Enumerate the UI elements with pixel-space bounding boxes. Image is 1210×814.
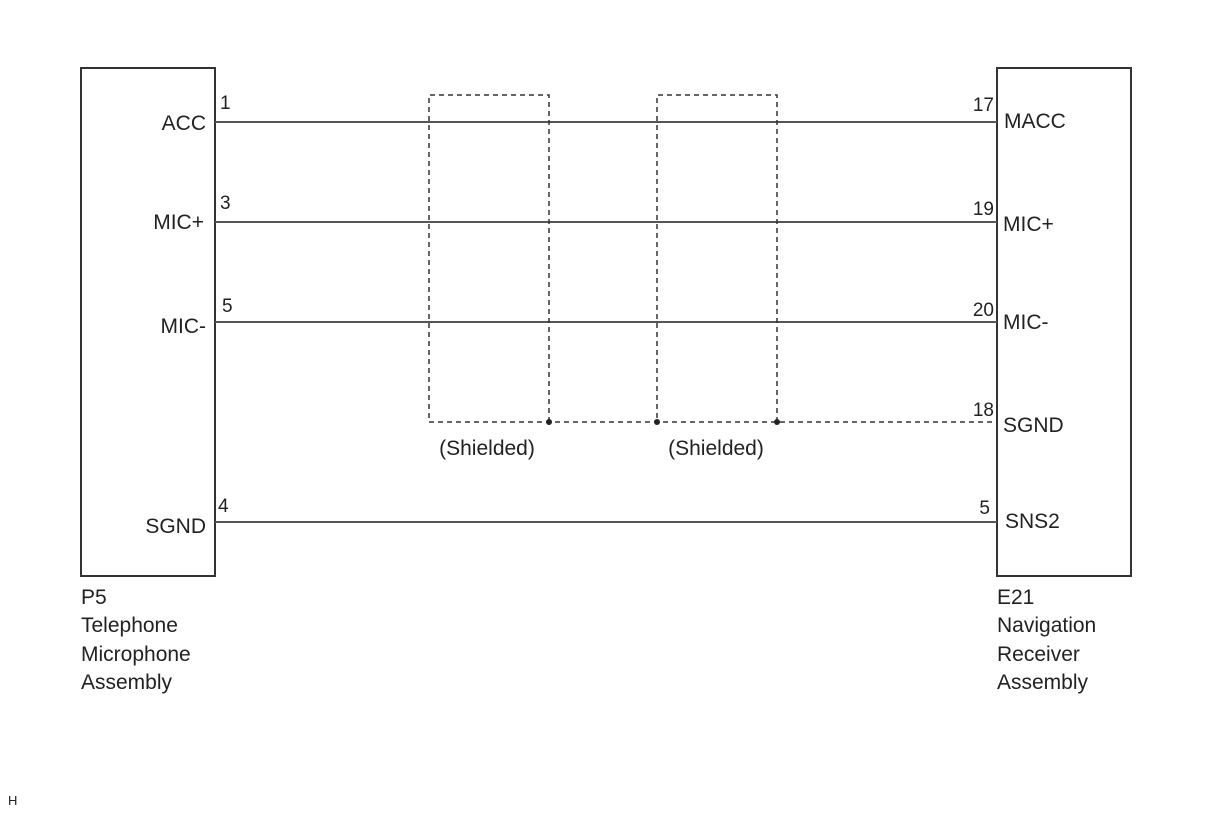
right-component-name-line-3: Assembly bbox=[997, 671, 1089, 694]
right-pin-5: 5 bbox=[979, 498, 990, 519]
left-pin-5: 5 bbox=[222, 296, 233, 317]
right-label-micminus: MIC- bbox=[1003, 311, 1049, 334]
junction-dot bbox=[546, 419, 552, 425]
left-component-name-line-2: Microphone bbox=[81, 643, 191, 666]
left-component-id: P5 bbox=[81, 586, 107, 609]
right-label-sns2: SNS2 bbox=[1005, 510, 1060, 533]
right-pin-19: 19 bbox=[973, 199, 994, 220]
corner-note: H bbox=[8, 793, 17, 808]
right-pin-20: 20 bbox=[973, 300, 994, 321]
right-label-sgnd: SGND bbox=[1003, 414, 1064, 437]
left-label-acc: ACC bbox=[162, 112, 206, 135]
right-pin-17: 17 bbox=[973, 95, 994, 116]
junction-dot bbox=[654, 419, 660, 425]
right-label-macc: MACC bbox=[1004, 110, 1066, 133]
left-pin-1: 1 bbox=[220, 93, 231, 114]
left-component-name-line-3: Assembly bbox=[81, 671, 173, 694]
right-component-id: E21 bbox=[997, 586, 1034, 609]
left-label-micminus: MIC- bbox=[161, 315, 207, 338]
right-pin-18: 18 bbox=[973, 400, 994, 421]
shield-label-1: (Shielded) bbox=[439, 437, 535, 460]
right-component-name-line-2: Receiver bbox=[997, 643, 1080, 666]
right-label-micplus: MIC+ bbox=[1003, 213, 1054, 236]
left-pin-3: 3 bbox=[220, 193, 231, 214]
right-component-name-line-1: Navigation bbox=[997, 614, 1096, 637]
left-label-sgnd: SGND bbox=[145, 515, 206, 538]
left-label-micplus: MIC+ bbox=[153, 211, 204, 234]
shield-outline-1 bbox=[428, 94, 550, 422]
shield-outline-2 bbox=[656, 94, 778, 422]
junction-dot bbox=[774, 419, 780, 425]
shield-label-2: (Shielded) bbox=[668, 437, 764, 460]
left-component-name-line-1: Telephone bbox=[81, 614, 178, 637]
left-pin-4: 4 bbox=[218, 496, 229, 517]
